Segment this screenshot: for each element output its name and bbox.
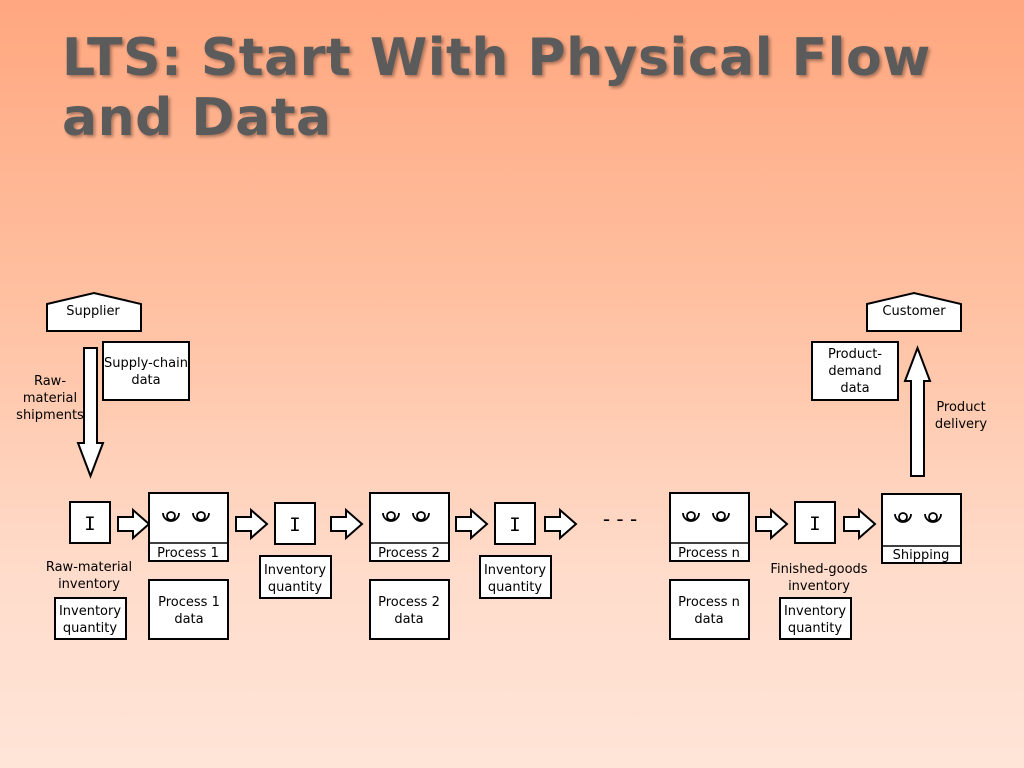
operator-icon: [412, 511, 430, 522]
flow-arrow-3: [330, 507, 364, 541]
finished-goods-inventory-icon: I: [794, 501, 836, 544]
operator-icon: [924, 512, 942, 523]
raw-material-inventory-line-2: inventory: [58, 577, 120, 592]
shipping-node: Shipping: [881, 493, 962, 564]
product-demand-data-box: Product- demand data: [811, 341, 899, 401]
svg-text:I: I: [84, 513, 95, 535]
supply-chain-data-box: Supply-chain data: [102, 341, 190, 401]
operator-icon: [682, 511, 700, 522]
svg-text:Process 2: Process 2: [378, 595, 440, 610]
flow-arrow-5: [544, 507, 578, 541]
supply-chain-data-line-2: data: [131, 373, 160, 388]
raw-material-shipments-arrow: [76, 347, 105, 479]
product-delivery-line-2: delivery: [935, 417, 988, 432]
process-2-data-box: Process 2 data: [369, 579, 450, 640]
flow-arrow-2: [235, 507, 269, 541]
flow-arrow-1: [117, 507, 151, 541]
process-ellipsis: - - -: [603, 507, 637, 531]
product-demand-line-1: Product-: [828, 347, 882, 362]
operator-icon: [894, 512, 912, 523]
flow-arrow-7: [843, 507, 877, 541]
customer-node: Customer: [866, 291, 962, 332]
svg-text:quantity: quantity: [268, 580, 323, 595]
operator-icon: [162, 511, 180, 522]
svg-text:Process n: Process n: [678, 595, 740, 610]
product-delivery-arrow: [903, 345, 932, 477]
inventory-2-icon: I: [494, 502, 536, 545]
operator-icon: [712, 511, 730, 522]
flow-arrows: [117, 507, 877, 541]
process-1-node: Process 1: [148, 492, 229, 562]
svg-text:Inventory: Inventory: [484, 563, 546, 578]
customer-label: Customer: [882, 304, 946, 319]
raw-material-shipments-line-1: Raw-: [34, 374, 66, 389]
process-2-node: Process 2: [369, 492, 450, 562]
process-1-label: Process 1: [157, 546, 219, 561]
process-1-data-box: Process 1 data: [148, 579, 229, 640]
finished-goods-inventory-line-2: inventory: [788, 579, 850, 594]
raw-material-inventory-line-1: Raw-material: [46, 560, 132, 575]
inventory-1-icon: I: [274, 502, 316, 545]
inventory-2-quantity-box: Inventory quantity: [479, 555, 552, 599]
product-demand-line-2: demand: [828, 364, 881, 379]
finished-goods-inventory-line-1: Finished-goods: [770, 562, 867, 577]
svg-text:Inventory: Inventory: [264, 563, 326, 578]
process-n-data-box: Process n data: [669, 579, 750, 640]
finished-goods-inventory-quantity-box: Inventory quantity: [779, 597, 852, 640]
svg-text:Inventory: Inventory: [59, 604, 121, 619]
flow-arrow-6: [755, 507, 789, 541]
shipping-label: Shipping: [893, 548, 950, 563]
slide-title: LTS: Start With Physical Flow and Data: [62, 28, 931, 148]
supplier-node: Supplier: [46, 291, 142, 332]
svg-text:quantity: quantity: [63, 621, 118, 636]
svg-text:quantity: quantity: [488, 580, 543, 595]
process-2-label: Process 2: [378, 546, 440, 561]
process-n-label: Process n: [678, 546, 740, 561]
svg-text:data: data: [174, 612, 203, 627]
flow-arrow-4: [455, 507, 489, 541]
inventory-1-quantity-box: Inventory quantity: [259, 555, 332, 599]
raw-material-inventory-quantity-box: Inventory quantity: [54, 597, 127, 640]
operator-icon: [382, 511, 400, 522]
svg-text:I: I: [509, 514, 520, 536]
svg-text:data: data: [394, 612, 423, 627]
raw-material-shipments-line-3: shipments: [16, 408, 84, 423]
supplier-label: Supplier: [66, 304, 120, 319]
svg-text:Inventory: Inventory: [784, 604, 846, 619]
operator-icon: [192, 511, 210, 522]
svg-text:I: I: [809, 513, 820, 535]
svg-text:quantity: quantity: [788, 621, 843, 636]
raw-material-shipments-line-2: material: [23, 391, 77, 406]
product-demand-line-3: data: [840, 381, 869, 396]
raw-material-inventory-icon: I: [69, 501, 111, 544]
svg-text:data: data: [694, 612, 723, 627]
supply-chain-data-line-1: Supply-chain: [104, 356, 188, 371]
svg-text:I: I: [289, 514, 300, 536]
svg-text:Process 1: Process 1: [158, 595, 220, 610]
process-n-node: Process n: [669, 492, 750, 562]
product-delivery-line-1: Product: [936, 400, 985, 415]
